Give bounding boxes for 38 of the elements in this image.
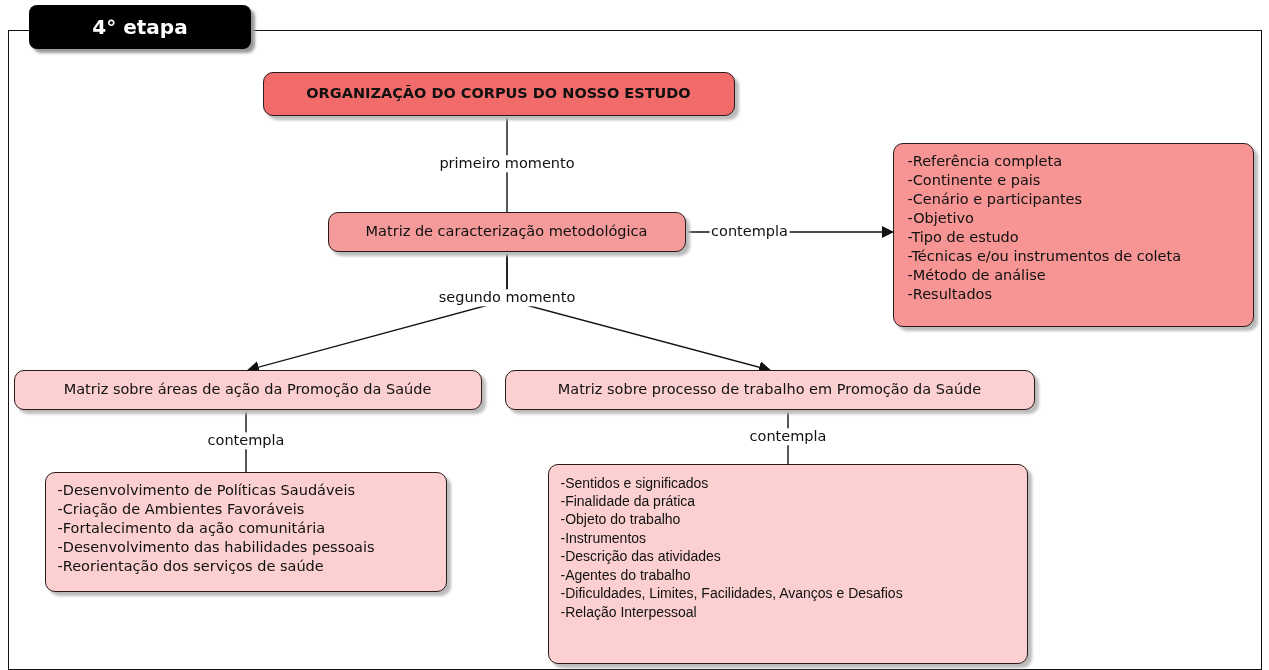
process-box [13,369,482,410]
list-item: -Desenvolvimento de Políticas Saudáveis [57,480,357,500]
list-item: -Instrumentos [560,528,648,548]
list-box [892,142,1254,327]
list-item: -Técnicas e/ou instrumentos de coleta [907,247,1183,267]
stage-tab: 4° etapa [29,5,251,49]
edge-label: segundo momento [436,289,578,307]
list-item: -Referência completa [907,151,1064,171]
list-item: -Agentes do trabalho [560,565,692,585]
list-item: -Método de análise [907,266,1047,286]
list-item: -Cenário e participantes [907,189,1084,209]
edge-label: contempla [205,432,287,450]
list-item: -Fortalecimento da ação comunitária [57,518,327,538]
process-box [327,211,686,252]
node-label: Matriz sobre áreas de ação da Promoção da Saúde [63,379,432,399]
edge-label: contempla [747,428,829,446]
list-item: -Reorientação dos serviços de saúde [57,557,325,576]
node-label: ORGANIZAÇÃO DO CORPUS DO NOSSO ESTUDO [306,83,691,103]
process-box [504,369,1035,410]
list-item: -Continente e pais [907,170,1042,190]
list-item: -Tipo de estudo [907,228,1020,247]
list-item: -Dificuldades, Limites, Facilidades, Avanços e Desafios [560,584,904,603]
node-label: Matriz de caracterização metodológica [365,221,648,241]
list-item: -Desenvolvimento das habilidades pessoais [57,537,376,557]
list-item: -Objetivo [907,208,975,228]
list-item: -Finalidade da prática [560,491,697,511]
edge-label: contempla [709,223,790,241]
list-item: -Relação Interpessoal [560,602,698,622]
list-item: -Descrição das atividades [560,547,722,566]
edge-label: primeiro momento [437,155,577,173]
node-label: Matriz sobre processo de trabalho em Promoção da Saúde [557,379,982,399]
list-item: -Objeto do trabalho [560,510,682,529]
list-box [547,463,1028,664]
title-box [262,71,735,116]
list-item: -Sentidos e significados [560,473,710,492]
list-item: -Resultados [907,285,994,305]
list-box [44,471,447,592]
list-item: -Criação de Ambientes Favoráveis [57,499,306,519]
